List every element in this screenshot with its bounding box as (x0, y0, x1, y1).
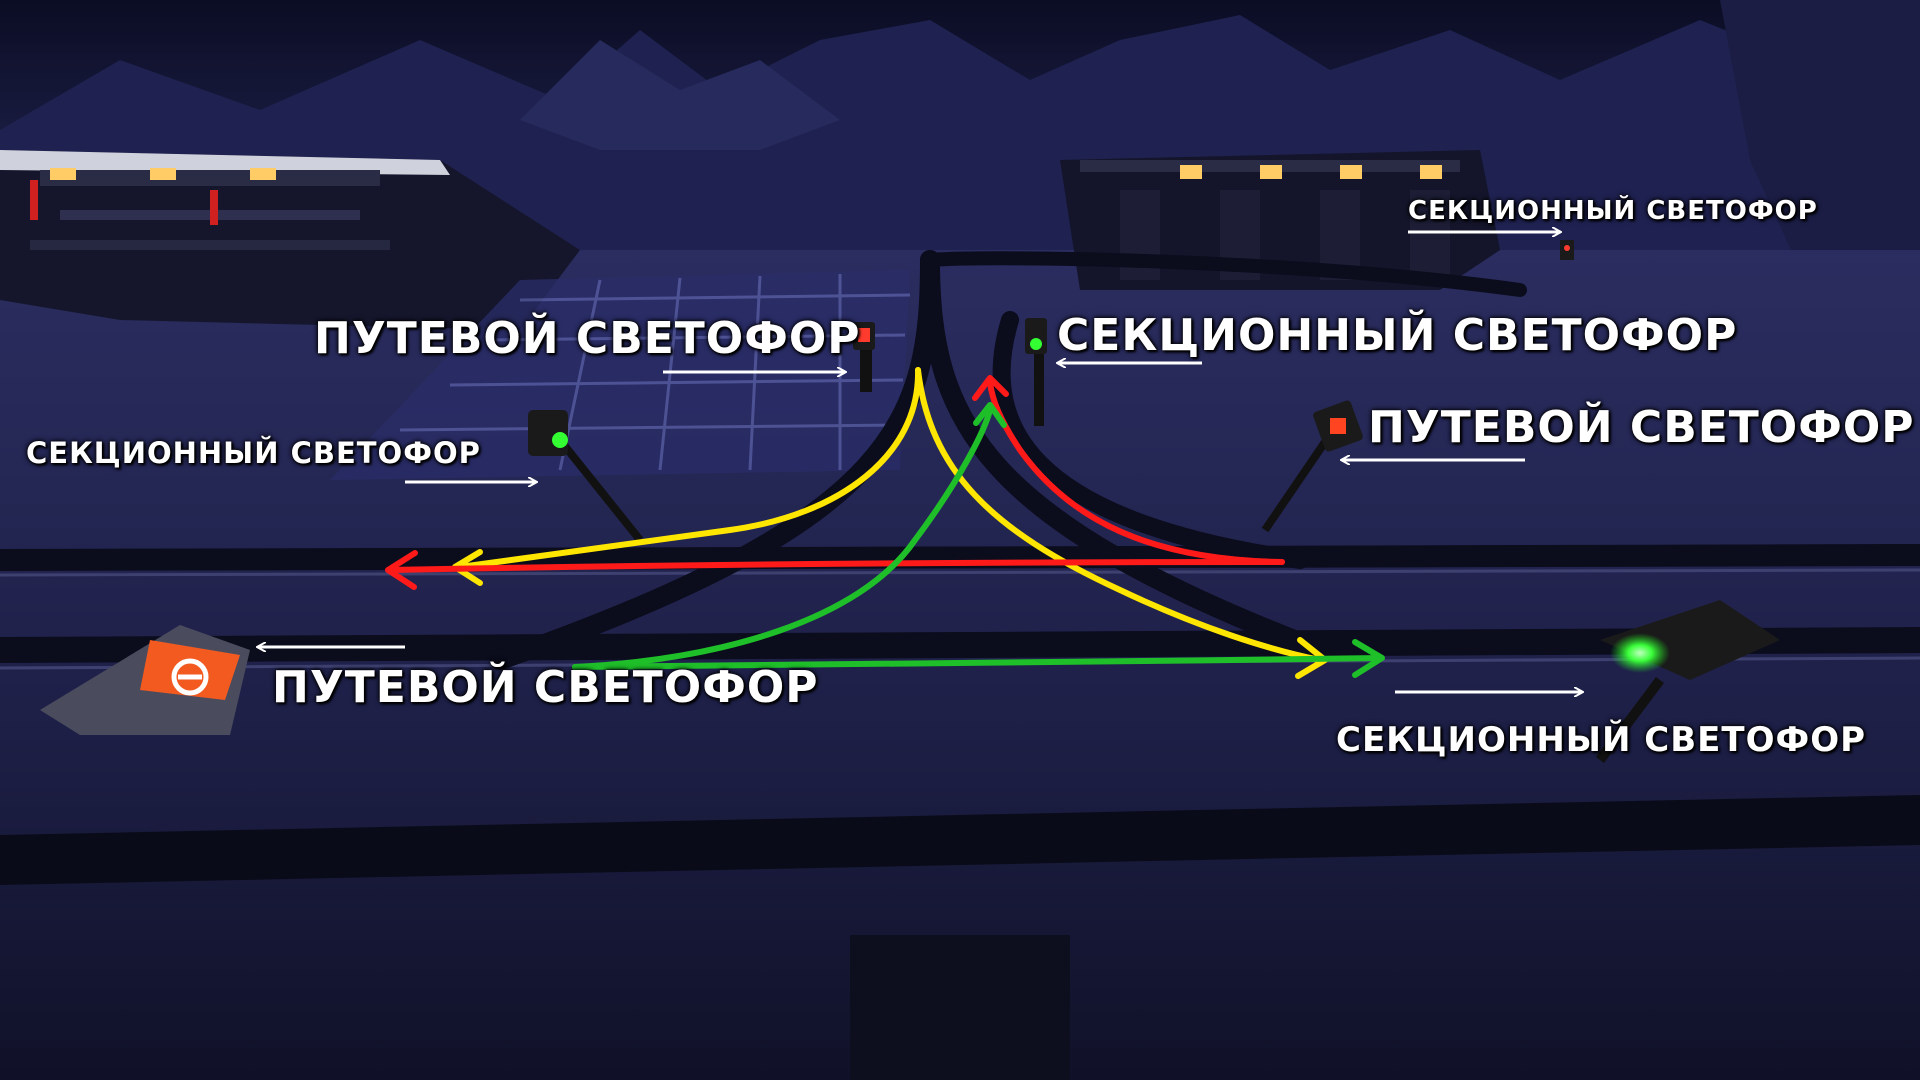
signal-top-center-block (1025, 318, 1047, 426)
label-block-signal-left: СЕКЦИОННЫЙ СВЕТОФОР (26, 436, 481, 470)
signal-bottom-right-block (1596, 600, 1780, 763)
signal-left-block (528, 410, 644, 543)
grid-floor (330, 270, 911, 480)
signal-far-right-block (1560, 240, 1574, 260)
label-block-signal-bottom-right: СЕКЦИОННЫЙ СВЕТОФОР (1336, 720, 1867, 760)
factory-building-left (0, 150, 580, 330)
loading-dock-bottom (850, 935, 1070, 1080)
signal-bottom-left-track (40, 625, 250, 735)
route-green (572, 402, 1385, 678)
label-block-signal-far-right: СЕКЦИОННЫЙ СВЕТОФОР (1408, 196, 1818, 226)
signal-top-left-track (853, 322, 875, 392)
annotation-arrows (258, 232, 1582, 692)
label-track-signal-bottom-left: ПУТЕВОЙ СВЕТОФОР (272, 662, 819, 713)
label-track-signal-top-left: ПУТЕВОЙ СВЕТОФОР (314, 313, 861, 364)
label-block-signal-top-center: СЕКЦИОННЫЙ СВЕТОФОР (1057, 310, 1738, 361)
label-track-signal-right: ПУТЕВОЙ СВЕТОФОР (1368, 402, 1915, 453)
signal-right-track (1261, 400, 1363, 533)
route-red (385, 375, 1285, 590)
